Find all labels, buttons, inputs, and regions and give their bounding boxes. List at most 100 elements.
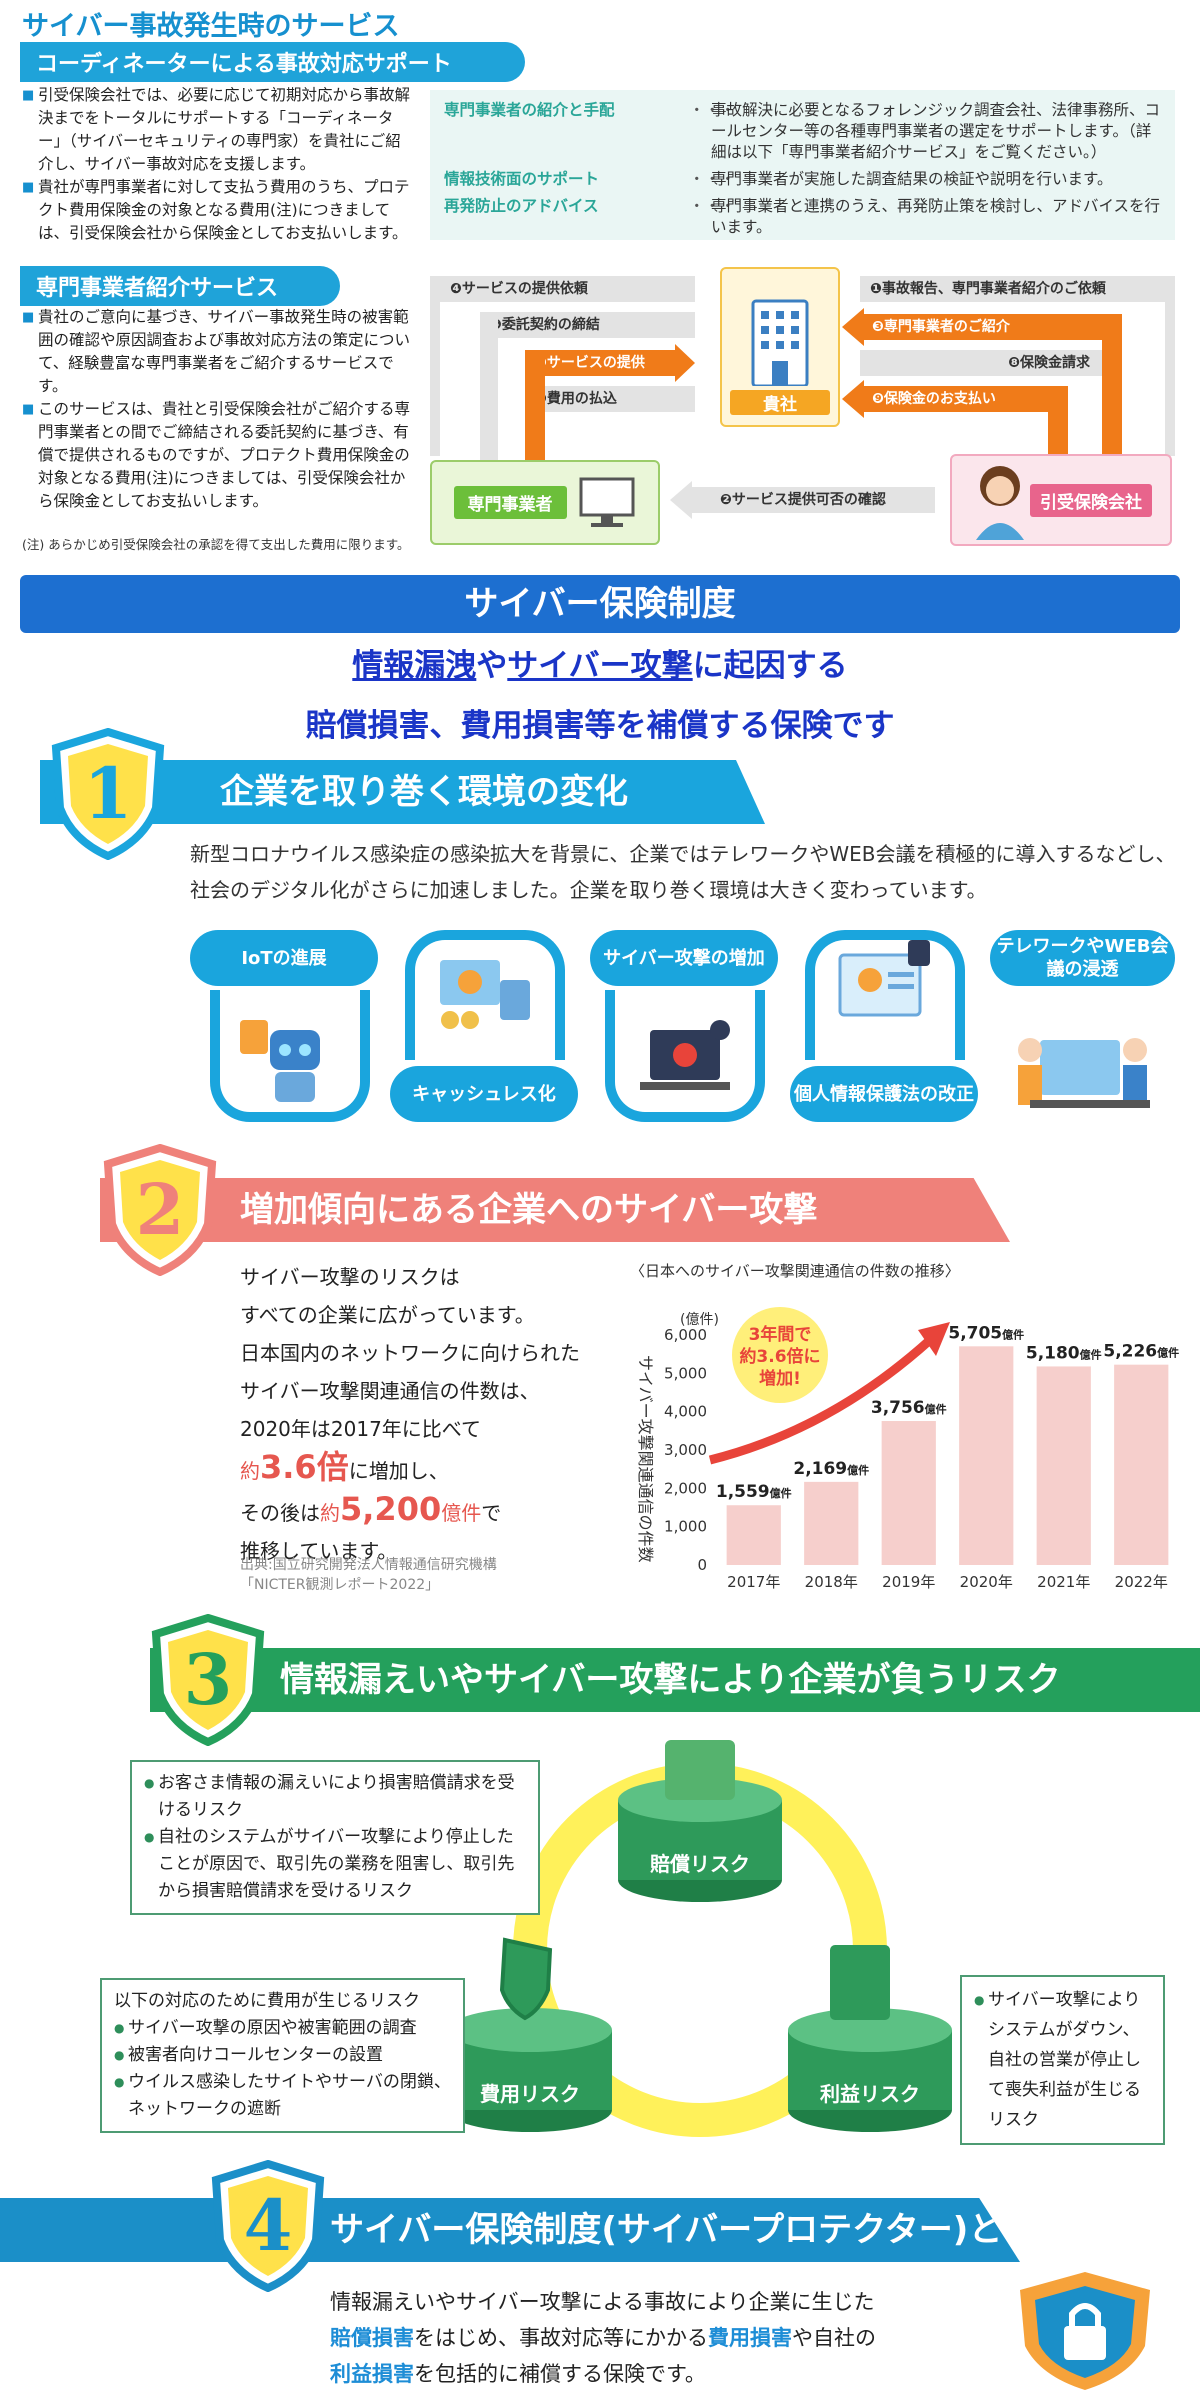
expense-risk-box: 以下の対応のために費用が生じるリスク サイバー攻撃の原因や被害範囲の調査 被害者… [100, 1978, 465, 2133]
chart-svg: (億件) サイバー攻撃関連通信の件数 01,0002,0003,0004,000… [636, 1307, 1179, 1591]
flow-connector [480, 312, 498, 462]
hacker-icon [640, 1020, 730, 1090]
sec4-body: 情報漏えいやサイバー攻撃による事故により企業に生じた 賠償損害をはじめ、事故対応… [330, 2284, 990, 2392]
callout-line: 増加! [759, 1368, 801, 1389]
sec3-header: 情報漏えいやサイバー攻撃により企業が負うリスク [150, 1648, 1200, 1712]
sec4-line: 賠償損害をはじめ、事故対応等にかかる費用損害や自社の [330, 2320, 990, 2356]
sec4-line: 情報漏えいやサイバー攻撃による事故により企業に生じた [330, 2290, 875, 2314]
approx-mark: 約 [240, 1459, 260, 1483]
attack-traffic-chart: 〈日本へのサイバー攻撃関連通信の件数の推移〉 (億件) サイバー攻撃関連通信の件… [630, 1260, 1190, 1600]
sec4-number: 4 [243, 2184, 293, 2267]
chart-yunit: (億件) [680, 1312, 719, 1328]
info-desc: 専門事業者と連携のうえ、再発防止策を検討し、アドバイスを行います。 [711, 197, 1161, 236]
sec3-number: 3 [183, 1638, 233, 1721]
liability-damage: 賠償損害 [330, 2326, 414, 2350]
y-tick-label: 0 [697, 1556, 707, 1574]
bar-data-label: 2,169億件 [793, 1459, 869, 1479]
coordinator-list: 引受保険会社では、必要に応じて初期対応から事故解決までをトータルにサポートする「… [22, 84, 412, 245]
y-tick-label: 2,000 [664, 1479, 707, 1497]
risk-cycle-graphic [448, 1740, 952, 2137]
flow-connector [1102, 314, 1122, 454]
env-card-frame [405, 930, 565, 1060]
risk-item: サイバー攻撃の原因や被害範囲の調査 [114, 2015, 451, 2042]
sec2-line: 約3.6倍に増加し、 [240, 1448, 640, 1490]
insurer-node: 引受保険会社 [950, 454, 1172, 546]
y-tick-label: 1,000 [664, 1518, 707, 1536]
shield-icon [103, 1143, 217, 1277]
info-dots: ・・・ [689, 197, 736, 215]
flow-frame-left [430, 276, 440, 456]
bar-data-label: 1,559億件 [716, 1482, 792, 1502]
flow-step-1: ❶事故報告、専門事業者紹介のご依頼 [860, 276, 1165, 302]
y-tick-label: 5,000 [664, 1364, 707, 1382]
risk-item: 被害者向けコールセンターの設置 [114, 2042, 451, 2069]
sec2-line: サイバー攻撃のリスクは [240, 1265, 460, 1289]
env-card-frame [805, 930, 965, 1060]
sec4-number-badge: 4 [208, 2159, 328, 2293]
sec1-number: 1 [83, 752, 133, 835]
sec2-line: 日本国内のネットワークに向けられた [240, 1341, 580, 1365]
banner-lead-line1: 情報漏洩やサイバー攻撃に起因する [0, 640, 1200, 685]
chart-title: 〈日本へのサイバー攻撃関連通信の件数の推移〉 [630, 1262, 960, 1280]
sec1-number-badge: 1 [48, 727, 168, 861]
chart-bar [881, 1421, 936, 1565]
info-term: 再発防止のアドバイス [444, 197, 599, 215]
profit-damage: 利益損害 [330, 2362, 414, 2386]
env-card-iot: IoTの進展 [190, 930, 378, 986]
info-row: 情報技術面のサポート ・・・ 専門事業者が実施した調査結果の検証や説明を行います… [444, 169, 1161, 190]
info-term: 情報技術面のサポート [444, 170, 600, 188]
environment-cards: IoTの進展 キャッシュレス化 サイバー攻撃の増加 個人情報保護法の改正 テレワ… [190, 930, 1175, 1130]
risk-item: 自社のシステムがサイバー攻撃により停止したことが原因で、取引先の業務を阻害し、取… [144, 1824, 526, 1905]
building-icon [751, 299, 809, 386]
x-tick-label: 2020年 [960, 1573, 1013, 1591]
flow-step-7: ❼費用の払込 [525, 386, 695, 412]
insurer-label: 引受保険会社 [1030, 483, 1152, 517]
flow-step-9: ❾保険金のお支払い [862, 386, 1067, 412]
info-dots: ・・・ [689, 101, 736, 119]
sec2-header: 増加傾向にある企業へのサイバー攻撃 [100, 1178, 1010, 1242]
env-card-frame [210, 990, 370, 1122]
flow-frame-right [1165, 276, 1175, 456]
sec2-number: 2 [135, 1168, 185, 1251]
lock-shield-icon [1020, 2272, 1150, 2390]
privacy-icon [838, 940, 930, 1017]
telework-icon [1018, 1038, 1150, 1108]
risk-item: ウイルス感染したサイトやサーバの閉鎖、ネットワークの遮断 [114, 2069, 451, 2123]
shield-icon [151, 1613, 265, 1747]
operator-icon [976, 466, 1024, 540]
sec2-line: 2020年は2017年に比べて [240, 1417, 481, 1441]
sec2-text-frag: で [481, 1501, 502, 1525]
company-label: 貴社 [730, 390, 830, 415]
flow-arrowhead [675, 344, 695, 382]
vendor-list: 貴社のご意向に基づき、サイバー事故発生時の被害範囲の確認や原因調査および事故対応… [22, 306, 412, 513]
sec4-text-frag: をはじめ、事故対応等にかかる [414, 2326, 708, 2350]
flow-arrowhead [842, 308, 864, 346]
sec2-text-frag: その後は [240, 1501, 320, 1525]
sec2-line: すべての企業に広がっています。 [240, 1303, 535, 1327]
x-tick-label: 2018年 [805, 1573, 858, 1591]
coordinator-item: 引受保険会社では、必要に応じて初期対応から事故解決までをトータルにサポートする「… [22, 84, 412, 176]
cyber-insurance-banner: サイバー保険制度 [20, 575, 1180, 633]
lead-text: や [476, 648, 508, 684]
sec2-text-frag: に増加し、 [348, 1459, 449, 1483]
flow-arrowhead [842, 380, 864, 418]
vendor-node: 専門事業者 [430, 460, 660, 545]
info-desc: 専門事業者が実施した調査結果の検証や説明を行います。 [711, 170, 1113, 188]
flow-step-5: ❺委託契約の締結 [480, 312, 695, 338]
info-row: 再発防止のアドバイス ・・・ 専門事業者と連携のうえ、再発防止策を検討し、アドバ… [444, 196, 1161, 238]
expense-damage: 費用損害 [708, 2326, 792, 2350]
computer-icon [579, 477, 634, 527]
source-line: 出典:国立研究開発法人情報通信研究機構 [240, 1557, 497, 1573]
vendor-item: このサービスは、貴社と引受保険会社がご紹介する専門事業者との間でご締結される委託… [22, 398, 412, 513]
callout-line: 3年間で [749, 1324, 812, 1345]
cashless-icon [440, 960, 530, 1029]
flow-step-4: ❹サービスの提供依頼 [440, 276, 695, 302]
lead-keyword: 情報漏洩 [352, 648, 477, 684]
info-dots: ・・・ [689, 170, 736, 188]
flow-step-6: ❻サービスの提供 [525, 350, 675, 376]
banner-lead-line2: 賠償損害、費用損害等を補償する保険です [305, 708, 895, 744]
flow-connector [1048, 386, 1068, 456]
attack-count-unit: 億件 [441, 1501, 482, 1525]
flow-step-8: ❽保険金請求 [860, 350, 1120, 376]
trend-arrow [708, 1336, 934, 1465]
